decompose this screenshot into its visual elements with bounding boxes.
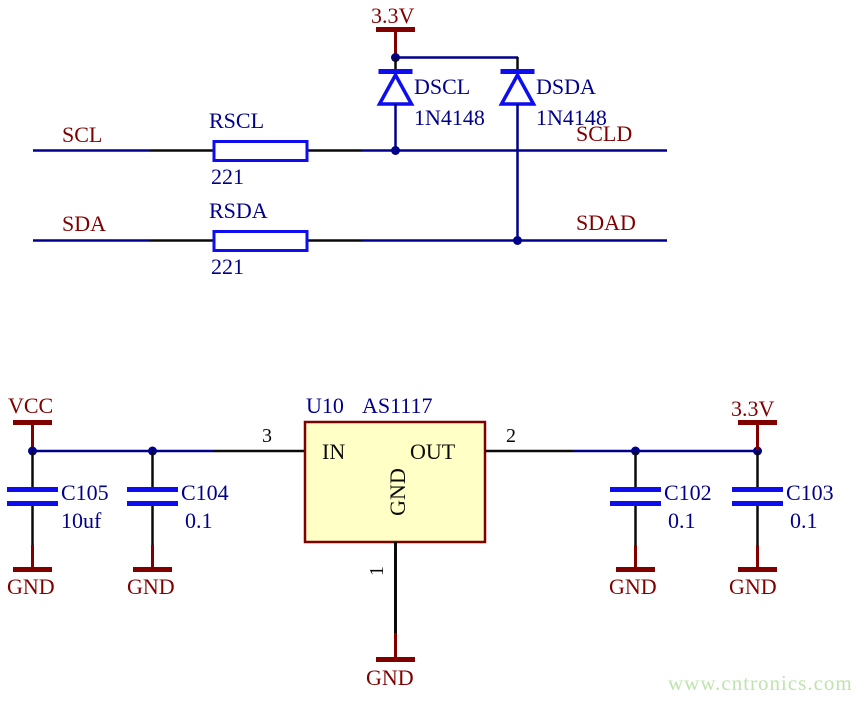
power-bar [13, 420, 52, 425]
diode-triangle [498, 71, 537, 106]
power-label-3v3-out: 3.3V [731, 396, 775, 421]
power-label-3v3-top: 3.3V [371, 3, 415, 28]
ic-pin-name-gnd: GND [385, 468, 410, 516]
cap-plate [610, 487, 661, 492]
gnd-label-ic: GND [366, 665, 414, 690]
gnd-bar [738, 567, 777, 572]
junction-dot [391, 146, 400, 155]
ic-pin-number-3: 3 [262, 425, 272, 447]
resistor-rsda-body [212, 230, 309, 252]
ic-gnd-pin [376, 542, 415, 662]
cap-plate [7, 487, 58, 492]
cap-plate [127, 501, 178, 506]
capacitor-c104-ref: C104 [181, 480, 229, 505]
diode-dscl-ref: DSCL [414, 74, 471, 99]
capacitor-c105 [7, 451, 58, 572]
cap-plate [732, 487, 783, 492]
resistor-rscl-body [212, 140, 309, 162]
resistor-rscl-value: 221 [211, 164, 244, 189]
power-bar [376, 27, 415, 32]
ic-u10-part: AS1117 [362, 393, 433, 418]
capacitor-c102-ref: C102 [664, 480, 712, 505]
gnd-label-c102: GND [609, 574, 657, 599]
gnd-bar [376, 657, 415, 662]
capacitor-c105-value: 10uf [61, 508, 102, 533]
capacitor-c103-ref: C103 [786, 480, 834, 505]
vout-net-wire [485, 446, 762, 456]
sda-net-wire [33, 236, 667, 245]
gnd-bar [133, 567, 172, 572]
junction-dot [513, 236, 522, 245]
diode-dscl-part: 1N4148 [414, 105, 485, 130]
capacitor-c103 [732, 451, 783, 572]
cap-plate [732, 501, 783, 506]
power-label-vcc: VCC [8, 393, 54, 418]
capacitor-c104-value: 0.1 [185, 508, 213, 533]
resistor-rscl-ref: RSCL [209, 108, 265, 133]
ic-u10-ref: U10 [306, 393, 344, 418]
resistor-rsda-ref: RSDA [209, 198, 268, 223]
power-symbol-3v3-top [376, 27, 415, 56]
resistor-rsda-value: 221 [211, 254, 244, 279]
ic-pin-number-1: 1 [366, 566, 388, 576]
cap-plate [610, 501, 661, 506]
power-bar [738, 420, 777, 425]
cap-plate [7, 501, 58, 506]
cap-plate [127, 487, 178, 492]
net-label-scld: SCLD [576, 121, 633, 146]
net-label-sda: SDA [62, 211, 107, 236]
diode-triangle [376, 71, 415, 106]
capacitor-c102 [610, 451, 661, 572]
capacitor-c105-ref: C105 [61, 480, 109, 505]
ic-pin-number-2: 2 [506, 425, 516, 447]
net-label-scl: SCL [62, 122, 103, 147]
gnd-label-c105: GND [7, 574, 55, 599]
diode-dsda-part: 1N4148 [536, 105, 607, 130]
gnd-label-c103: GND [729, 574, 777, 599]
capacitor-c104 [127, 451, 178, 572]
vin-net-wire [28, 446, 305, 456]
power-symbol-3v3-out [738, 420, 777, 450]
watermark-text: www.cntronics.com [668, 671, 853, 695]
ic-pin-name-out: OUT [410, 439, 456, 464]
gnd-label-c104: GND [127, 574, 175, 599]
gnd-bar [616, 567, 655, 572]
net-label-sdad: SDAD [576, 210, 636, 235]
capacitor-c103-value: 0.1 [790, 508, 818, 533]
gnd-bar [13, 567, 52, 572]
diode-dsda-ref: DSDA [536, 74, 596, 99]
scl-net-wire [33, 146, 667, 155]
diode-dsda [498, 57, 537, 240]
capacitor-c102-value: 0.1 [668, 508, 696, 533]
ic-pin-name-in: IN [322, 439, 346, 464]
power-symbol-vcc [13, 420, 52, 450]
diode-dscl [376, 57, 415, 150]
